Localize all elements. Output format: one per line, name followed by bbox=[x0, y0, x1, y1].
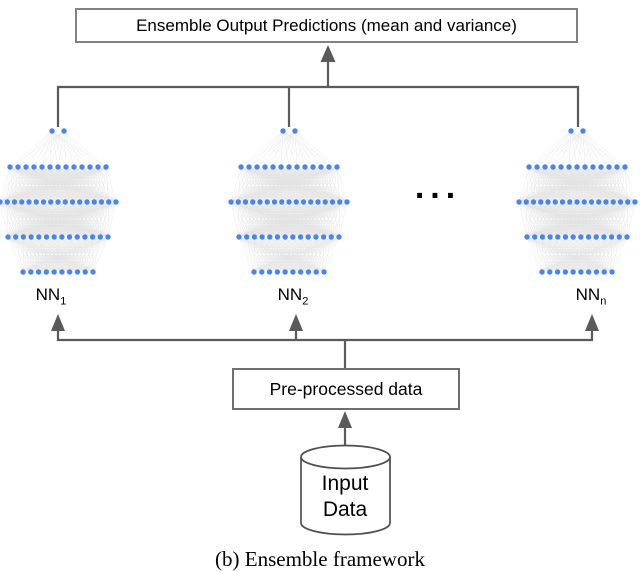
preprocessed-data-label: Pre-processed data bbox=[270, 379, 423, 400]
neural-network-spindle bbox=[516, 128, 637, 274]
nnn-label: NNn bbox=[576, 285, 607, 305]
neural-networks bbox=[0, 128, 638, 274]
input-data-label: Input Data bbox=[322, 471, 369, 523]
arrow-up-to-preprocess-icon bbox=[338, 411, 352, 428]
figure-caption: (b) Ensemble framework bbox=[0, 546, 640, 572]
neural-network-spindle bbox=[228, 128, 349, 274]
arrow-up-to-nn1-icon bbox=[51, 314, 65, 331]
lower-connector bbox=[51, 314, 599, 368]
arrow-up-to-ensemble-icon bbox=[321, 45, 336, 62]
ellipsis-more-networks: ... bbox=[415, 170, 461, 204]
neural-network-spindle bbox=[0, 128, 119, 274]
arrow-up-to-nnn-icon bbox=[585, 314, 599, 331]
preprocessed-data-box: Pre-processed data bbox=[232, 368, 460, 410]
nn2-label: NN2 bbox=[278, 285, 309, 305]
ensemble-output-box: Ensemble Output Predictions (mean and va… bbox=[75, 8, 578, 43]
input-arrow bbox=[338, 411, 352, 446]
nn1-label: NN1 bbox=[36, 285, 67, 305]
ensemble-output-label: Ensemble Output Predictions (mean and va… bbox=[136, 16, 517, 36]
arrow-up-to-nn2-icon bbox=[289, 314, 303, 331]
upper-connector bbox=[58, 45, 578, 127]
